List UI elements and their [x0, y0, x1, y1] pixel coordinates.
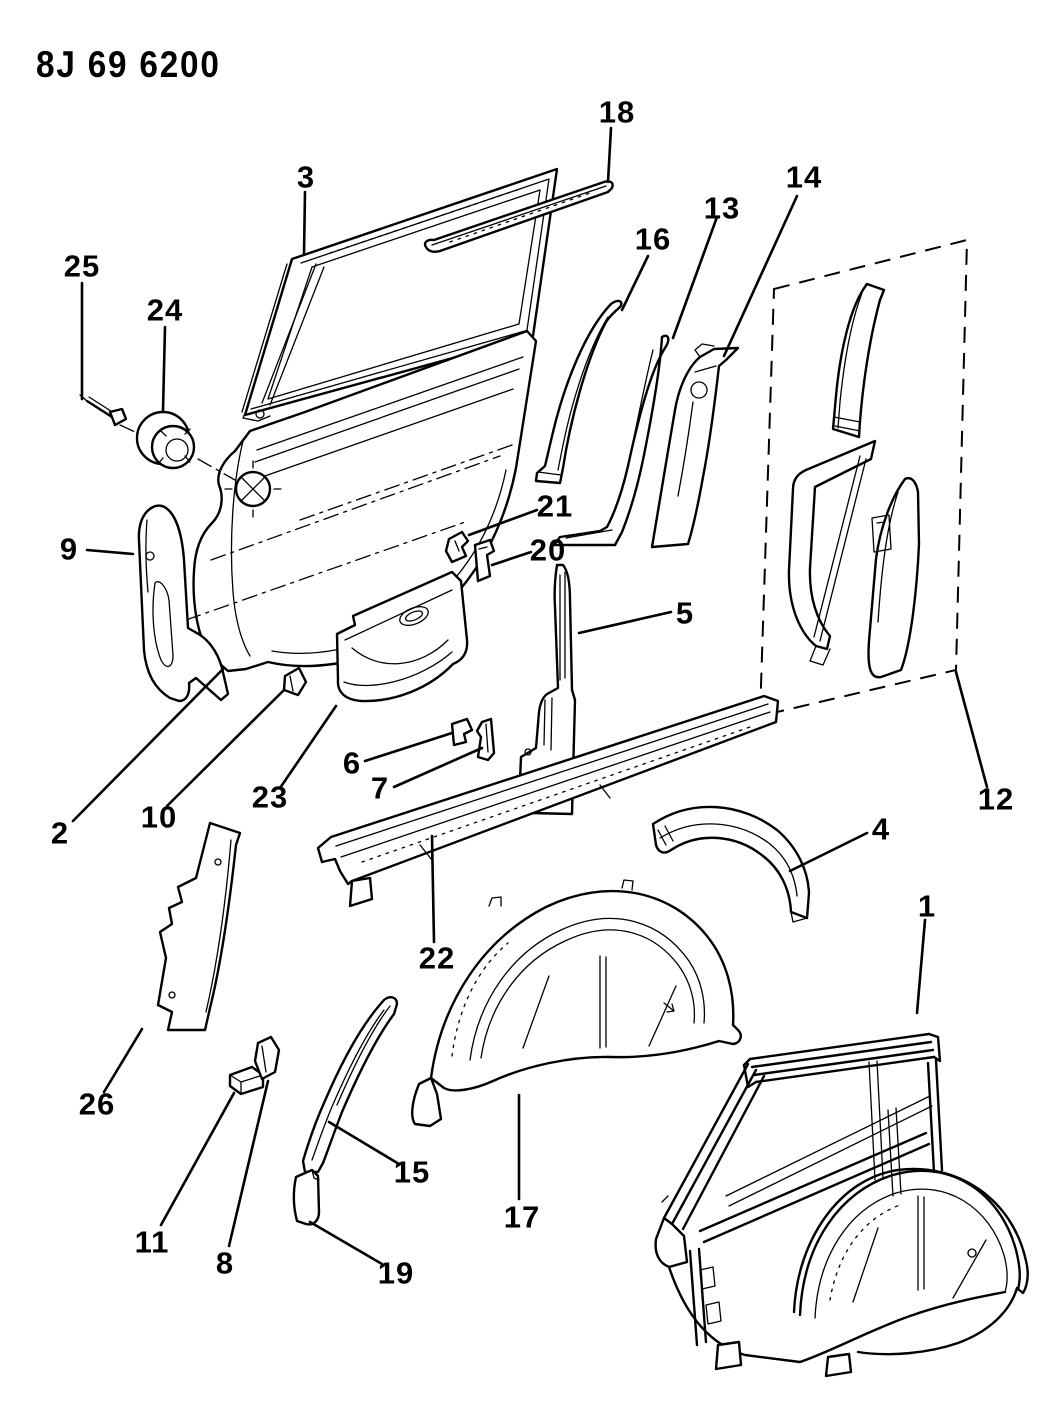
- callout-label-16: 16: [634, 221, 672, 257]
- callout-label-5: 5: [675, 595, 695, 631]
- pillar-filler-15-part: [301, 996, 399, 1174]
- callout-label-25: 25: [63, 248, 101, 284]
- callout-label-10: 10: [140, 799, 178, 835]
- grommet-plug-part: [135, 410, 196, 470]
- callout-label-23: 23: [251, 779, 289, 815]
- callout-label-22: 22: [418, 940, 456, 976]
- callout-label-13: 13: [703, 190, 741, 226]
- leader-line-15: [327, 1120, 401, 1166]
- leader-line-9: [85, 548, 135, 556]
- leader-line-10: [165, 688, 286, 808]
- leader-line-7: [392, 746, 484, 789]
- callout-label-8: 8: [215, 1245, 235, 1281]
- callout-label-26: 26: [78, 1086, 116, 1122]
- pillar-trim-13-part: [552, 334, 670, 547]
- fender-flare-part: [651, 805, 811, 923]
- lower-trim-panel-part: [335, 570, 469, 703]
- belt-weatherstrip-part: [423, 180, 614, 253]
- leader-line-1: [915, 918, 927, 1015]
- callout-label-2: 2: [50, 815, 70, 851]
- leader-line-26: [102, 1027, 144, 1094]
- leader-line-5: [577, 610, 673, 635]
- callout-label-9: 9: [59, 531, 79, 567]
- leader-line-8: [227, 1079, 270, 1248]
- leader-line-4: [788, 831, 869, 873]
- callout-label-24: 24: [146, 292, 184, 328]
- quarter-panel-assembly-part: [654, 1032, 1029, 1378]
- callout-label-3: 3: [296, 159, 316, 195]
- callout-label-18: 18: [598, 94, 636, 130]
- callout-label-7: 7: [370, 770, 390, 806]
- leader-line-14: [722, 194, 799, 358]
- callout-label-11: 11: [134, 1224, 170, 1260]
- filler-pad-19-part: [292, 1168, 321, 1226]
- leader-line-13: [671, 215, 719, 340]
- fastener-21-part: [444, 530, 470, 564]
- leader-line-2: [71, 666, 226, 823]
- body-pillar-5-part: [517, 563, 577, 816]
- callout-label-14: 14: [785, 159, 823, 195]
- callout-label-20: 20: [529, 532, 567, 568]
- leader-line-24: [161, 325, 167, 413]
- leader-line-11: [159, 1091, 236, 1227]
- lock-pillar-14-part: [650, 343, 740, 549]
- callout-leader-lines: [71, 126, 989, 1266]
- callout-label-21: 21: [536, 488, 574, 524]
- leader-line-16: [620, 254, 650, 312]
- callout-label-4: 4: [871, 811, 891, 847]
- service-package-12-group: [758, 238, 969, 718]
- callout-label-19: 19: [377, 1255, 415, 1291]
- leader-line-3: [302, 190, 307, 256]
- wedge-pad-8-part: [253, 1035, 281, 1081]
- inner-handle-bracket-part: [137, 504, 230, 703]
- clip-6-part: [450, 717, 474, 747]
- callout-label-15: 15: [393, 1154, 431, 1190]
- callout-label-6: 6: [342, 745, 362, 781]
- callout-label-12: 12: [977, 781, 1015, 817]
- alignment-lines: [119, 424, 236, 481]
- part-code: 8J 69 6200: [36, 44, 221, 85]
- leader-line-6: [363, 731, 454, 763]
- leader-line-20: [490, 550, 533, 567]
- wedge-clip-10-part: [282, 666, 308, 697]
- retaining-pin-part: [79, 394, 128, 427]
- leader-line-22: [430, 834, 436, 944]
- leader-line-23: [278, 704, 338, 790]
- callout-label-17: 17: [503, 1199, 541, 1235]
- leader-line-21: [467, 508, 539, 537]
- pillar-reinforcement-16-part: [534, 299, 623, 485]
- callout-label-1: 1: [917, 888, 937, 924]
- spacer-block-11-part: [228, 1065, 265, 1096]
- leader-line-18: [606, 126, 613, 184]
- leader-line-12: [954, 670, 989, 789]
- inner-wheelhouse-part: [411, 879, 742, 1128]
- clip-7-part: [475, 717, 496, 762]
- leader-line-19: [308, 1220, 384, 1266]
- fastener-20-part: [473, 538, 496, 583]
- tapered-bracket-26-part: [156, 821, 242, 1032]
